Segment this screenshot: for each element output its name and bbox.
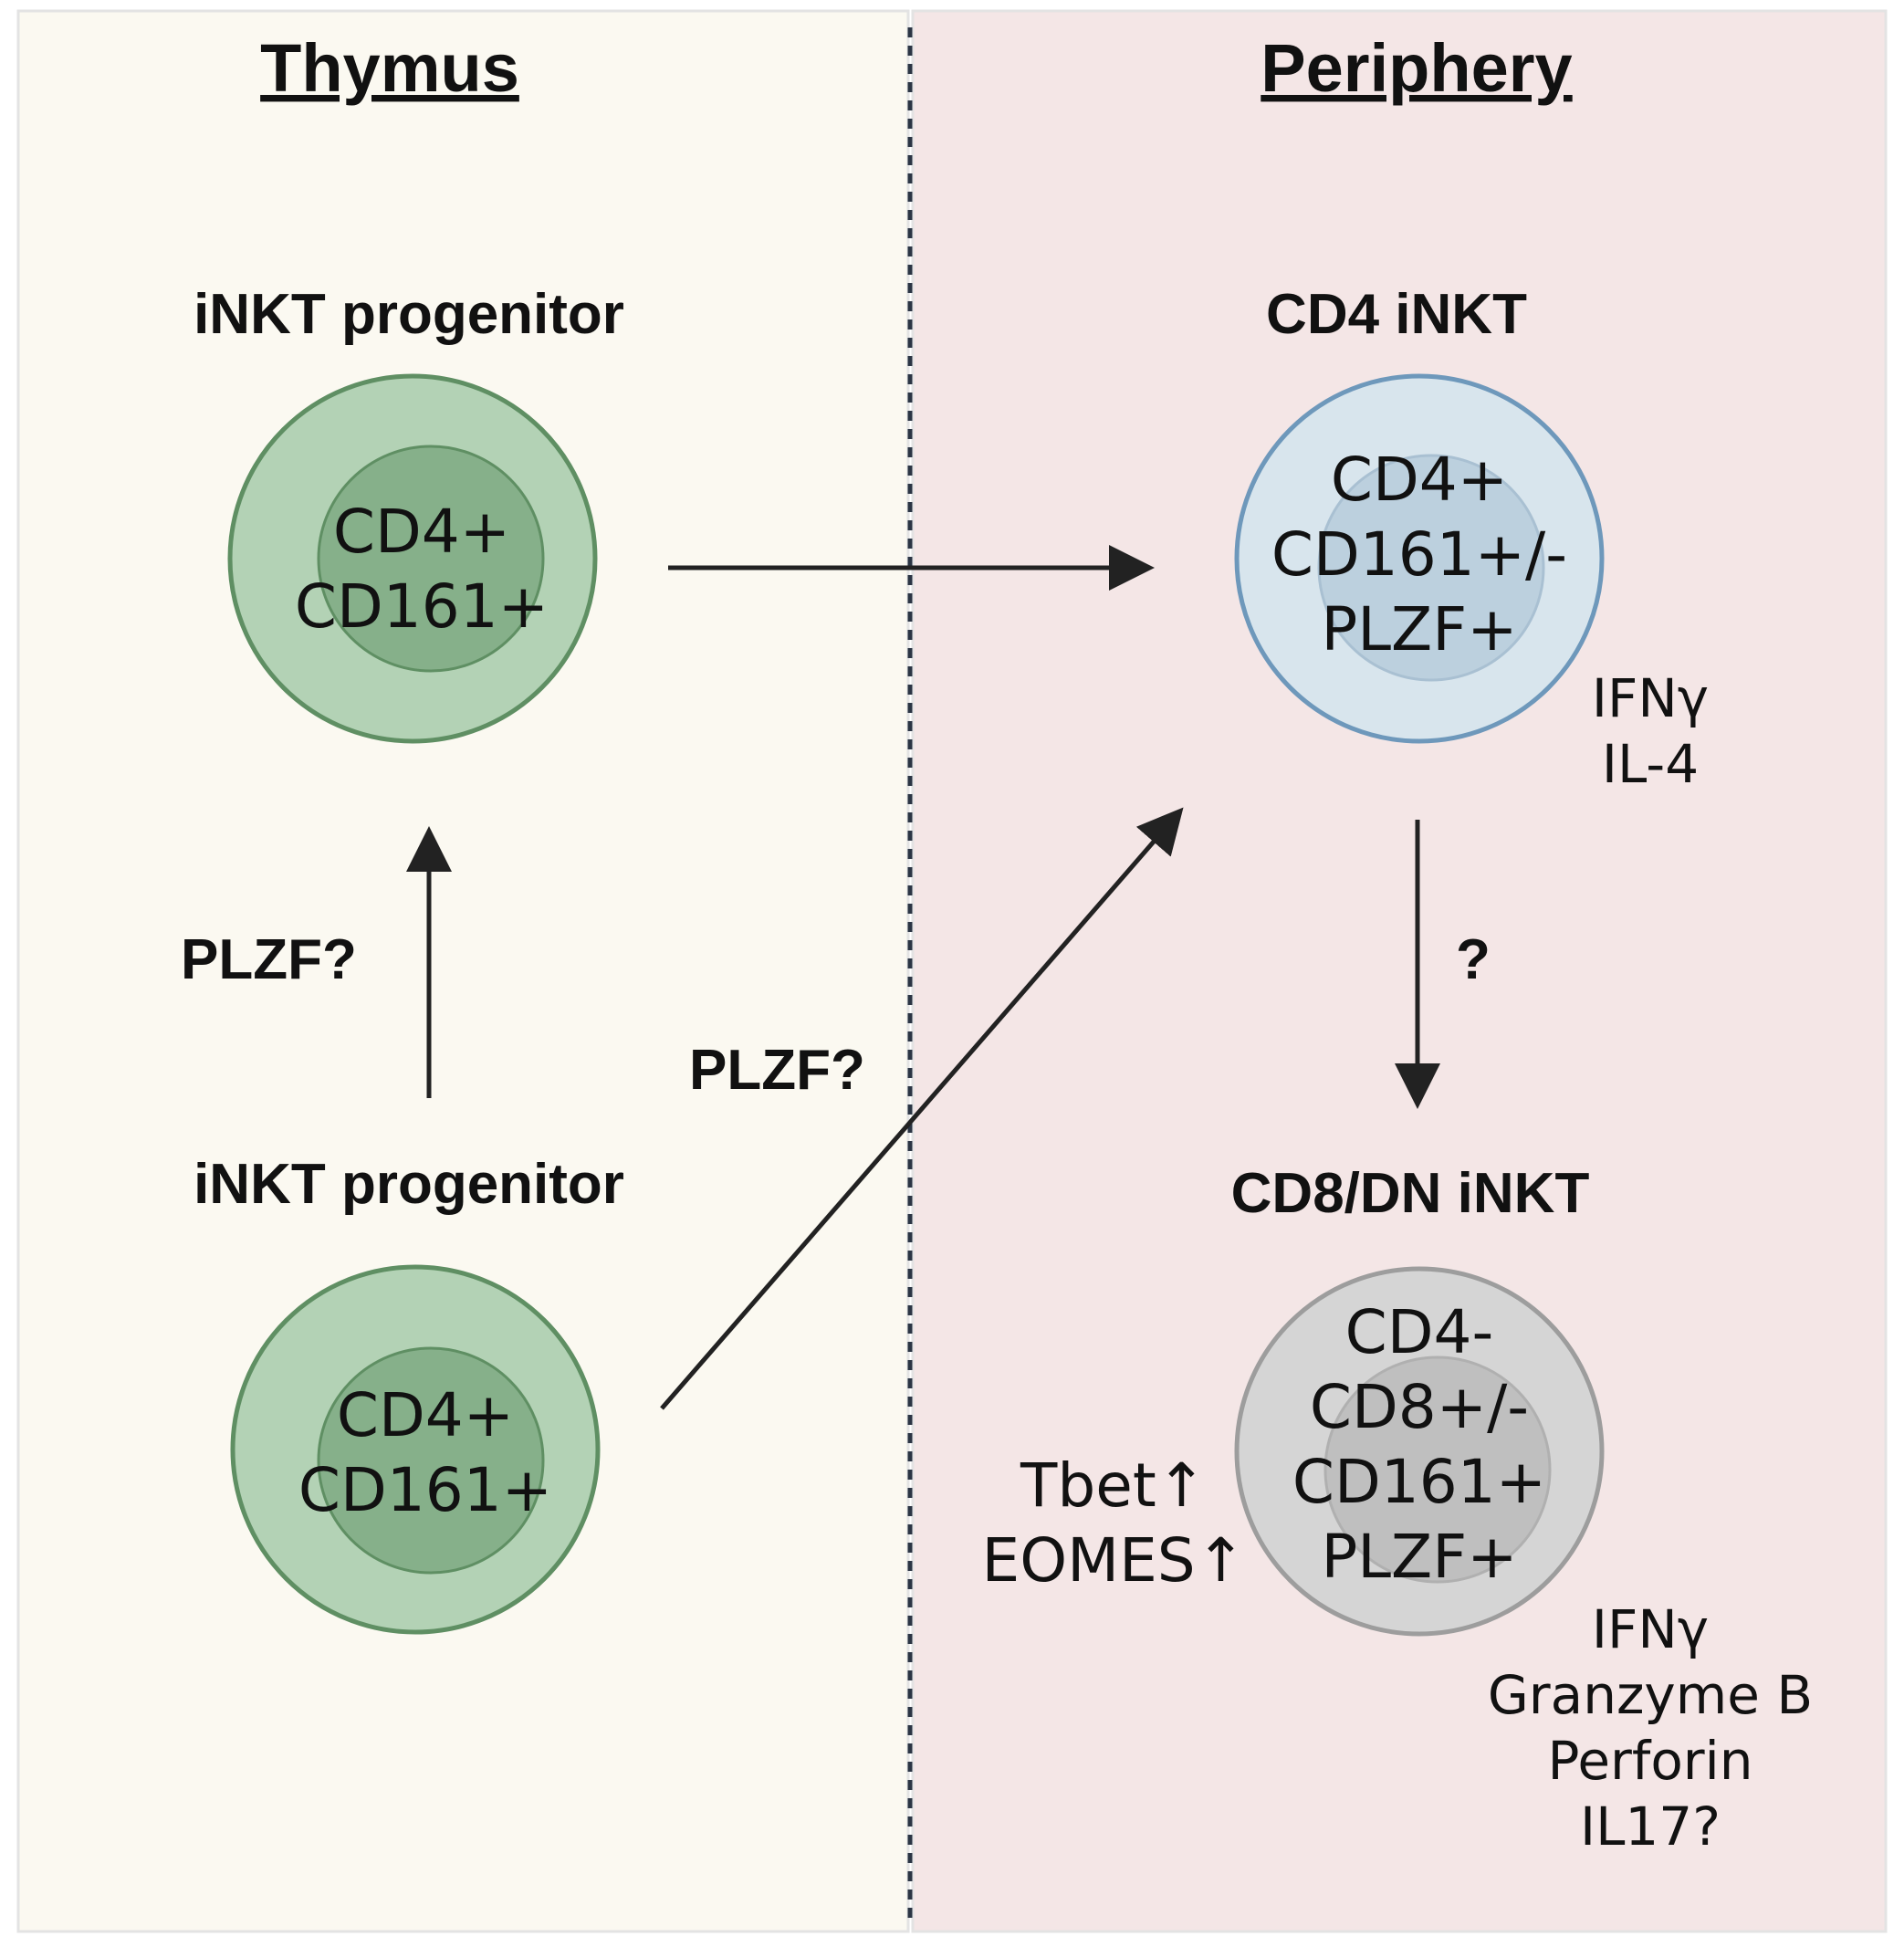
cd8-dn-inkt-marker: CD4- — [1345, 1297, 1494, 1367]
cd4-inkt-cell: CD4+ CD161+/- PLZF+ — [1234, 373, 1605, 744]
cd8-dn-inkt-cytokine: Perforin — [1547, 1730, 1752, 1792]
progenitor-bottom-cell: CD4+ CD161+ — [230, 1264, 601, 1635]
progenitor-top-cell: CD4+ CD161+ — [227, 373, 598, 744]
cd4-inkt-marker: CD161+/- — [1271, 519, 1567, 590]
cd8-dn-inkt-marker: PLZF+ — [1321, 1522, 1517, 1592]
arrow-up-label: PLZF? — [181, 928, 357, 991]
cd8-dn-inkt-cytokine: Granzyme B — [1488, 1664, 1813, 1726]
cd8-dn-inkt-cell: CD4- CD8+/- CD161+ PLZF+ — [1234, 1266, 1605, 1637]
progenitor-bottom-marker: CD4+ — [337, 1380, 514, 1450]
cd4-inkt-cytokine: IL-4 — [1602, 733, 1699, 795]
cd4-inkt-cytokine: IFNγ — [1592, 667, 1709, 729]
cd8-dn-inkt-marker: CD161+ — [1292, 1447, 1546, 1517]
cd8-dn-inkt-tf: Tbet↑ — [1020, 1450, 1207, 1521]
cd8-dn-inkt-tf: EOMES↑ — [982, 1525, 1247, 1596]
arrow-progenitor-diagonal — [660, 807, 1184, 1410]
progenitor-top-marker: CD4+ — [333, 497, 510, 567]
progenitor-bottom-marker: CD161+ — [298, 1455, 552, 1525]
cd8-dn-inkt-cytokine: IL17? — [1580, 1795, 1721, 1858]
periphery-header: Periphery — [1261, 30, 1572, 106]
cd4-inkt-marker: CD4+ — [1331, 445, 1508, 515]
progenitor-bottom-title: iNKT progenitor — [194, 1153, 624, 1216]
cd8-dn-inkt-cytokine: IFNγ — [1592, 1598, 1709, 1660]
arrow-down-label: ? — [1456, 928, 1491, 991]
progenitor-top-marker: CD161+ — [295, 571, 549, 642]
cd4-inkt-marker: PLZF+ — [1321, 594, 1517, 665]
thymus-header: Thymus — [260, 30, 519, 106]
cd4-inkt-title: CD4 iNKT — [1266, 283, 1527, 346]
cd8-dn-inkt-title: CD8/DN iNKT — [1231, 1162, 1590, 1225]
progenitor-top-title: iNKT progenitor — [194, 283, 624, 346]
cd8-dn-inkt-marker: CD8+/- — [1310, 1372, 1529, 1442]
arrow-diagonal-label: PLZF? — [689, 1039, 865, 1102]
